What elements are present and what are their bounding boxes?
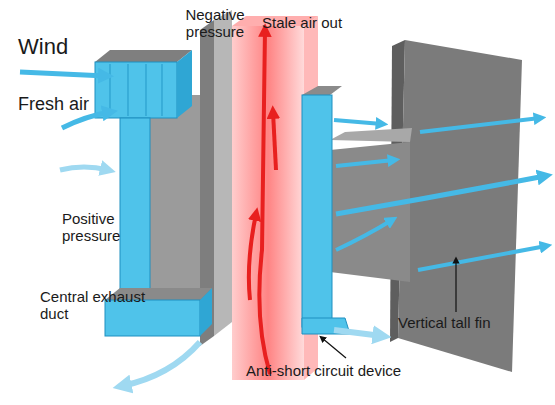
outflow-arrow xyxy=(336,176,545,214)
grey-panel xyxy=(150,95,202,295)
leader-arrow xyxy=(455,260,456,312)
right-blue-unit xyxy=(302,95,332,327)
hood-side xyxy=(177,50,192,118)
hood-top xyxy=(95,50,192,62)
label-text: Anti-short circuit device xyxy=(246,362,446,379)
divider-plate xyxy=(214,10,232,336)
label-text: Wind xyxy=(18,34,108,59)
stale-air-arrow xyxy=(259,30,270,374)
hood-slat xyxy=(145,64,146,116)
outflow-arrow xyxy=(418,246,546,270)
hood-slat xyxy=(161,64,162,116)
supply-stem xyxy=(120,118,150,290)
label-text: Negative pressure xyxy=(170,6,260,41)
label-text: Vertical tall fin xyxy=(398,314,548,331)
hood-slat xyxy=(127,64,128,116)
supply-foot xyxy=(105,300,200,336)
outflow-arrow xyxy=(336,220,392,250)
label-text: Stale air out xyxy=(262,14,382,31)
leader-arrow xyxy=(322,338,346,358)
arm-top xyxy=(330,128,412,142)
stale-air-arrow xyxy=(249,214,256,300)
bottom-right-arrow xyxy=(334,330,382,336)
hood-slat xyxy=(109,64,110,116)
right-unit-top xyxy=(302,86,342,95)
label-text: Fresh air xyxy=(18,94,118,115)
exhaust-duct xyxy=(232,26,304,380)
foot-side xyxy=(200,288,212,336)
label-text: Positive pressure xyxy=(62,210,142,245)
bottom-left-arrow xyxy=(122,342,200,386)
positive-pressure-arrow xyxy=(60,167,108,170)
outflow-arrow xyxy=(334,120,382,124)
outflow-arrow xyxy=(336,160,394,166)
intake-hood xyxy=(95,62,177,118)
stale-air-arrow xyxy=(273,112,276,170)
wind-arrow xyxy=(20,72,106,76)
label-text: Central exhaust duct xyxy=(40,288,160,323)
outflow-arrow xyxy=(420,118,540,132)
fresh-air-arrow xyxy=(62,112,110,128)
